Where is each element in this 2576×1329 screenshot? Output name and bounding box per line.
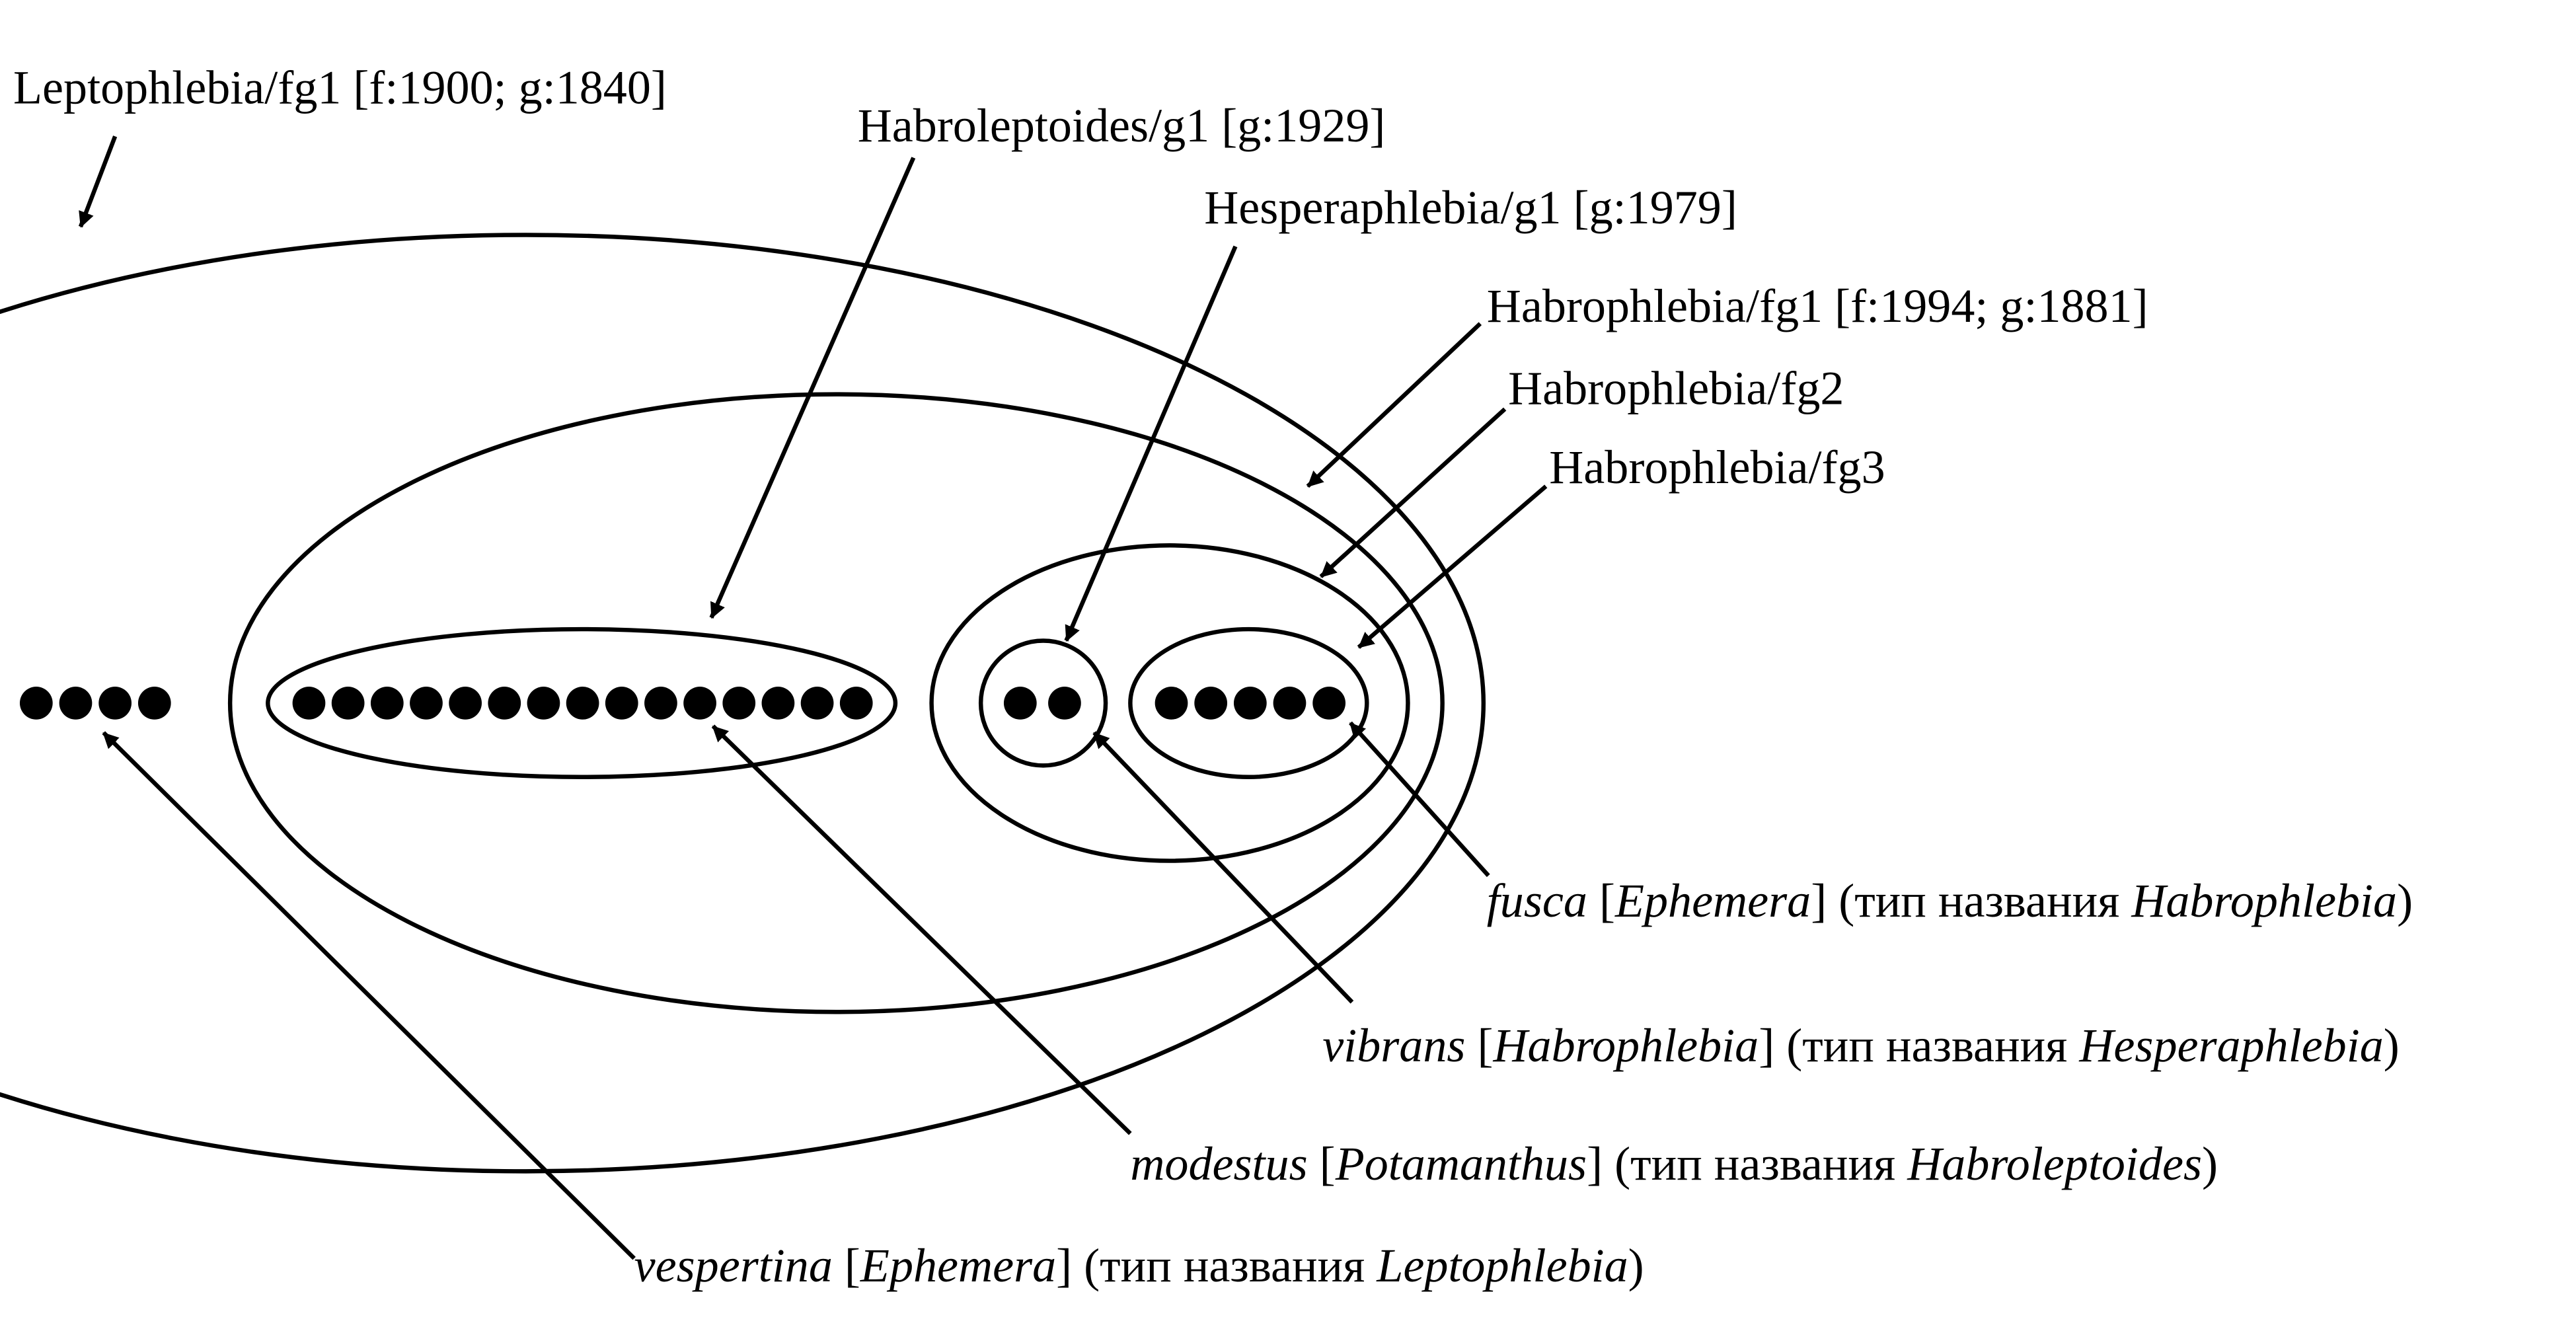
arrow-habrophlebia-fg3 [1357, 484, 1548, 649]
arrow-hesperaphlebia [1064, 245, 1238, 641]
arrow-fusca [1349, 721, 1490, 878]
arrow-vespertina [102, 731, 636, 1260]
species-dot-habrophlebia-fg3 [1233, 687, 1267, 720]
species-dot-habroleptoides [839, 687, 873, 720]
label-habroleptoides: Habroleptoides/g1 [g:1929] [858, 99, 1386, 152]
habroleptoides-ellipse [266, 627, 898, 780]
type-of-genus: Hesperaphlebia [2078, 1019, 2383, 1072]
label-vespertina: vespertina [Ephemera] (тип названия Lept… [634, 1239, 1644, 1292]
species-name: modestus [1130, 1137, 1307, 1190]
arrow-leptophlebia [81, 135, 118, 227]
bracket: ) [2397, 874, 2413, 927]
species-dot-leptophlebia-other [19, 687, 53, 720]
label-modestus: modestus [Potamanthus] (тип названия Hab… [1130, 1137, 2218, 1190]
species-dot-habroleptoides [449, 687, 482, 720]
type-text: ] (тип названия [1056, 1239, 1377, 1292]
label-hesperaphlebia: Hesperaphlebia/g1 [g:1979] [1204, 181, 1737, 234]
species-dot-habrophlebia-fg3 [1312, 687, 1346, 720]
type-of-genus: Leptophlebia [1376, 1239, 1628, 1292]
species-name: vibrans [1322, 1019, 1465, 1072]
species-dot-habroleptoides [370, 687, 404, 720]
species-dot-hesperaphlebia [1003, 687, 1037, 720]
type-text: ] (тип названия [1759, 1019, 2079, 1072]
arrow-habrophlebia-fg2 [1319, 407, 1507, 578]
original-genus: Potamanthus [1335, 1137, 1587, 1190]
original-genus: Ephemera [860, 1239, 1056, 1292]
species-dot-habroleptoides [331, 687, 365, 720]
species-dot-leptophlebia-other [59, 687, 93, 720]
hesperaphlebia-circle [978, 638, 1108, 768]
species-dot-habrophlebia-fg3 [1273, 687, 1307, 720]
bracket: [ [1465, 1019, 1493, 1072]
type-of-genus: Habrophlebia [2131, 874, 2397, 927]
species-name: vespertina [634, 1239, 833, 1292]
label-vibrans: vibrans [Habrophlebia] (тип названия Hes… [1322, 1019, 2400, 1072]
species-dot-habrophlebia-fg3 [1194, 687, 1228, 720]
species-dot-habroleptoides [605, 687, 638, 720]
original-genus: Ephemera [1614, 874, 1811, 927]
species-dot-habroleptoides [488, 687, 521, 720]
species-dot-habrophlebia-fg3 [1155, 687, 1188, 720]
label-habrophlebia-fg3: Habrophlebia/fg3 [1549, 441, 1885, 494]
type-text: ] (тип названия [1587, 1137, 1907, 1190]
habrophlebia-fg3-ellipse [1128, 627, 1369, 780]
species-dot-hesperaphlebia [1048, 687, 1081, 720]
arrow-habrophlebia-fg1 [1306, 322, 1482, 488]
species-dot-habroleptoides [800, 687, 834, 720]
species-dot-habroleptoides [644, 687, 677, 720]
arrow-vibrans [1092, 731, 1354, 1004]
species-dot-habroleptoides [527, 687, 560, 720]
bracket: [ [1308, 1137, 1336, 1190]
habrophlebia-fg1-ellipse [227, 392, 1445, 1014]
species-dot-habroleptoides [410, 687, 443, 720]
bracket: ) [1628, 1239, 1644, 1292]
species-dot-habroleptoides [761, 687, 795, 720]
leptophlebia-ellipse [0, 233, 1486, 1174]
bracket: [ [1587, 874, 1615, 927]
label-habrophlebia-fg2: Habrophlebia/fg2 [1508, 362, 1844, 415]
habrophlebia-fg2-ellipse [929, 543, 1410, 863]
species-dot-habroleptoides [292, 687, 326, 720]
species-dot-leptophlebia-other [98, 687, 132, 720]
original-genus: Habrophlebia [1492, 1019, 1759, 1072]
species-dot-leptophlebia-other [137, 687, 171, 720]
bracket: [ [833, 1239, 860, 1292]
label-leptophlebia: Leptophlebia/fg1 [f:1900; g:1840] [13, 61, 667, 114]
bracket: ) [2202, 1137, 2218, 1190]
type-of-genus: Habroleptoides [1907, 1137, 2202, 1190]
arrow-modestus [711, 724, 1132, 1135]
label-fusca: fusca [Ephemera] (тип названия Habrophle… [1487, 874, 2413, 927]
bracket: ) [2384, 1019, 2400, 1072]
species-dots [19, 687, 1346, 720]
type-text: ] (тип названия [1811, 874, 2131, 927]
species-dot-habroleptoides [683, 687, 716, 720]
label-habrophlebia-fg1: Habrophlebia/fg1 [f:1994; g:1881] [1487, 280, 2148, 332]
species-dot-habroleptoides [722, 687, 756, 720]
species-dot-habroleptoides [566, 687, 599, 720]
species-name: fusca [1487, 874, 1587, 927]
arrow-habroleptoides [709, 157, 916, 618]
